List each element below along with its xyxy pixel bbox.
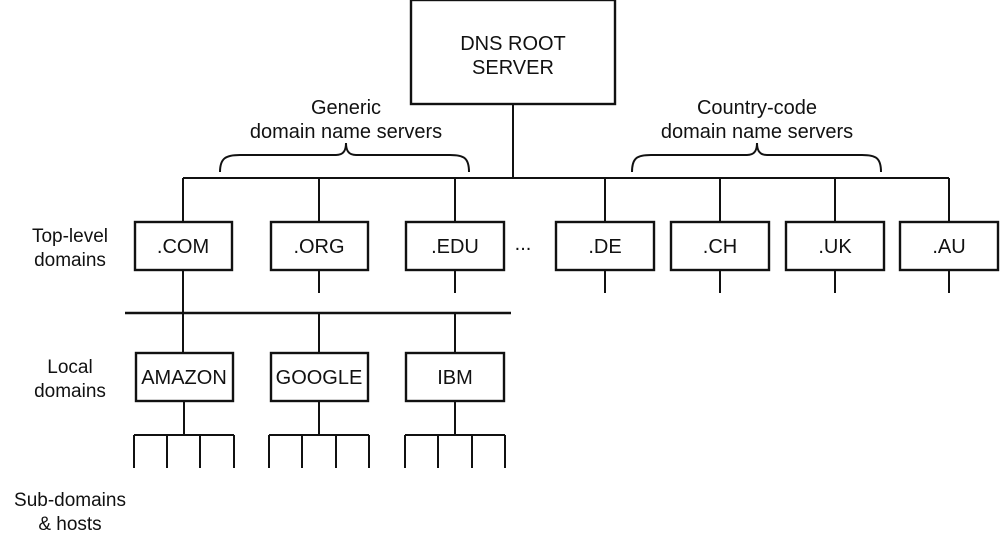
tld-ellipsis: ...	[515, 233, 532, 255]
country-group-brace	[631, 142, 882, 173]
row-label-sub-line1: Sub-domains	[14, 490, 126, 511]
subdomain-rake-amazon	[133, 401, 235, 468]
tld-label: .EDU	[431, 236, 479, 258]
local-node-ibm: IBM	[404, 351, 506, 403]
local-label: AMAZON	[141, 367, 227, 389]
tld-node-ch: .CH	[669, 220, 771, 272]
root-server-label-line2: SERVER	[472, 57, 554, 79]
tld-node-com: .COM	[133, 220, 234, 272]
tld-label: .ORG	[293, 236, 344, 258]
local-box	[134, 351, 235, 403]
root-server-label-line1: DNS ROOT	[460, 33, 566, 55]
country-group-label-line1: Country-code	[697, 97, 817, 119]
local-label: GOOGLE	[276, 367, 363, 389]
row-label-top-level-line1: Top-level	[32, 226, 108, 247]
tld-label: .UK	[818, 236, 852, 258]
local-box	[404, 351, 506, 403]
tld-node-org: .ORG	[269, 220, 370, 272]
local-node-amazon: AMAZON	[134, 351, 235, 403]
row-label-top-level-line2: domains	[34, 250, 106, 271]
generic-group-label-line2: domain name servers	[250, 121, 442, 143]
local-box	[269, 351, 370, 403]
tld-label: .CH	[703, 236, 737, 258]
local-node-google: GOOGLE	[269, 351, 370, 403]
subdomain-rake-ibm	[404, 401, 506, 468]
tld-box	[133, 220, 234, 272]
root-server-node: DNS ROOT SERVER	[409, 0, 617, 106]
tld-label: .COM	[157, 236, 209, 258]
tld-label: .AU	[932, 236, 965, 258]
tld-label: .DE	[588, 236, 621, 258]
subdomain-rake-google	[268, 401, 370, 468]
tld-box	[404, 220, 506, 272]
tld-node-au: .AU	[898, 220, 1000, 272]
tld-node-edu: .EDU	[404, 220, 506, 272]
tld-node-uk: .UK	[784, 220, 886, 272]
local-label: IBM	[437, 367, 473, 389]
row-label-local-line2: domains	[34, 381, 106, 402]
tld-box	[898, 220, 1000, 272]
tld-box	[669, 220, 771, 272]
row-label-sub-line2: & hosts	[38, 514, 101, 535]
generic-group-label-line1: Generic	[311, 97, 381, 119]
row-label-local-line1: Local	[47, 357, 92, 378]
root-server-box	[409, 0, 617, 106]
tld-node-de: .DE	[554, 220, 656, 272]
generic-group-brace	[219, 142, 470, 173]
country-group-label-line2: domain name servers	[661, 121, 853, 143]
